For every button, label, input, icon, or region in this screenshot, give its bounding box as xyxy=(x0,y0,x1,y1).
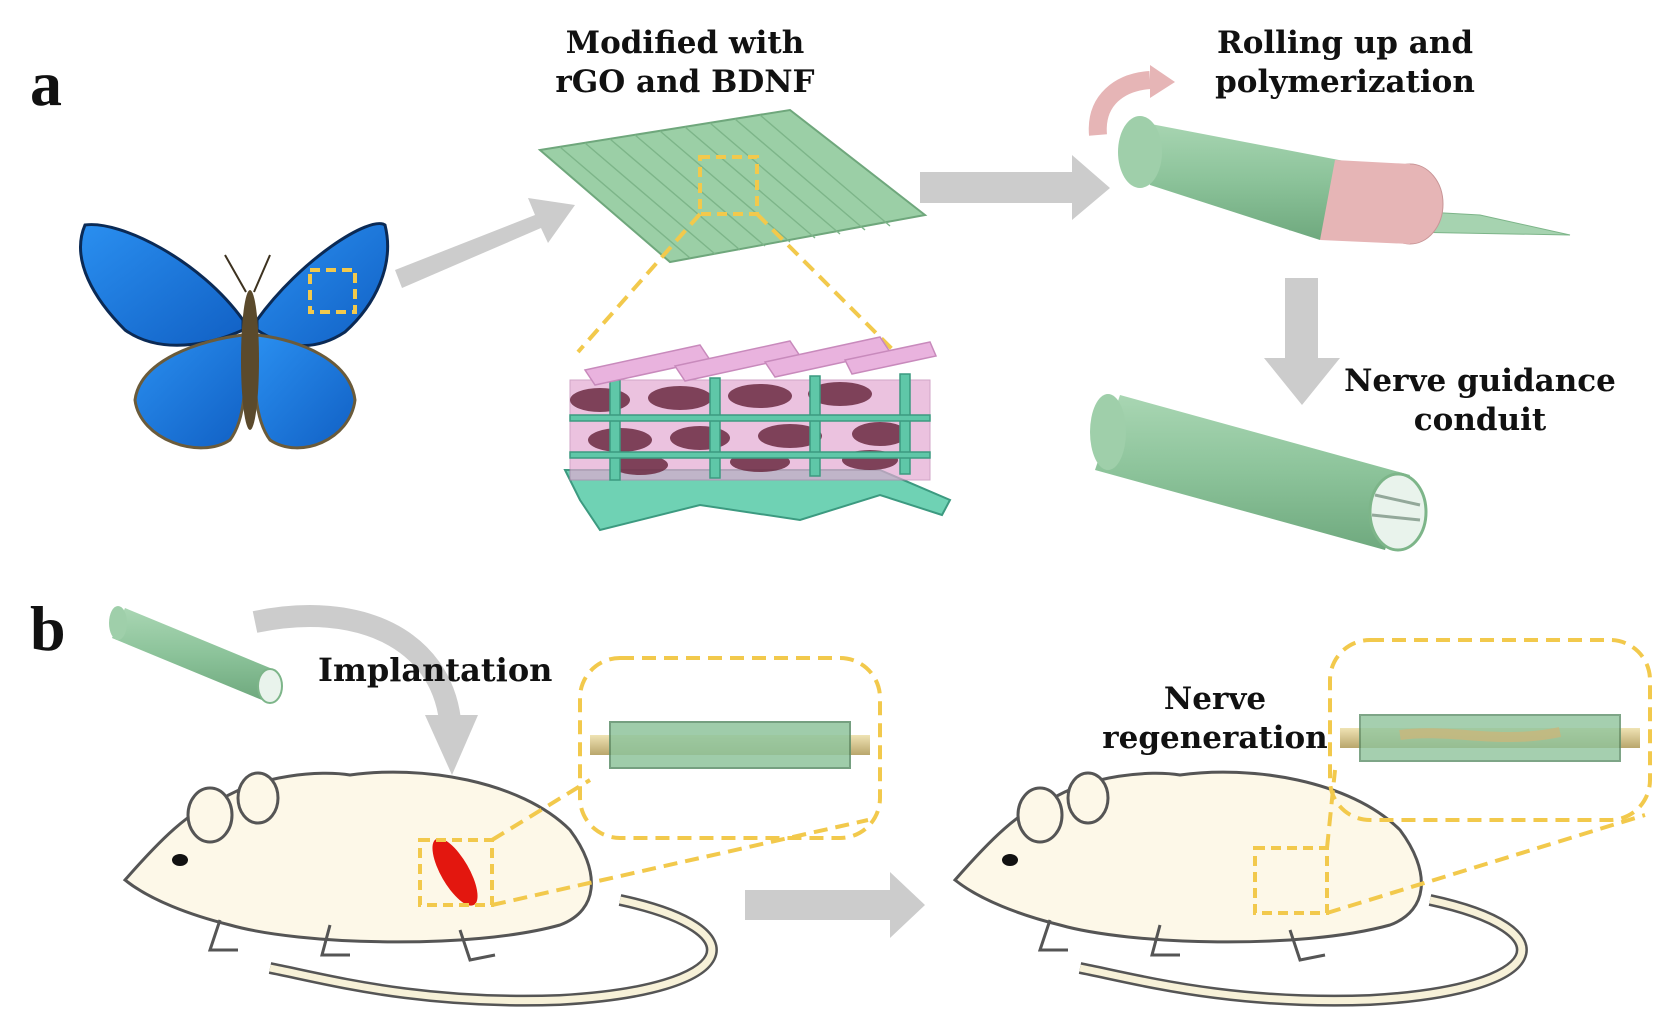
zoom-line-right xyxy=(755,212,897,354)
label-modified: Modified with rGO and BDNF xyxy=(520,24,850,102)
small-conduit xyxy=(109,606,283,704)
butterfly-left-forewing xyxy=(79,223,245,347)
arrow-sheet-to-roll xyxy=(920,155,1110,220)
panel-label-a: a xyxy=(30,48,62,119)
label-rolling: Rolling up and polymerization xyxy=(1160,24,1530,102)
label-regeneration-line1: Nerve xyxy=(1163,681,1267,717)
label-rolling-line1: Rolling up and xyxy=(1216,25,1474,61)
label-implantation: Implantation xyxy=(318,651,553,689)
arrow-mouse-to-mouse xyxy=(745,872,925,938)
label-modified-line1: Modified with xyxy=(565,25,805,61)
panel-label-b: b xyxy=(30,593,66,664)
rolling-curved-arrow xyxy=(1088,71,1152,136)
butterfly-left-hindwing xyxy=(133,333,247,450)
label-regeneration-line2: regeneration xyxy=(1102,719,1328,756)
butterfly-right-forewing xyxy=(255,222,390,348)
implant-zoom-bubble xyxy=(578,656,882,840)
label-rolling-line2: polymerization xyxy=(1215,63,1475,100)
implantation-arrow xyxy=(252,605,461,722)
rolling-illustration xyxy=(1088,65,1571,245)
regen-zoom-box xyxy=(1253,846,1329,915)
layered-microstructure xyxy=(563,336,952,532)
label-conduit-line1: Nerve guidance xyxy=(1344,363,1616,399)
modified-sheet xyxy=(537,108,928,354)
injury-zoom-box xyxy=(418,838,494,907)
butterfly-body xyxy=(241,290,259,430)
zoom-line-left xyxy=(576,212,702,354)
butterfly-right-hindwing xyxy=(253,333,357,450)
regen-zoom-bubble xyxy=(1328,638,1652,822)
injury-site xyxy=(432,838,478,906)
sheet-zoom-box xyxy=(698,155,759,216)
nerve-guidance-conduit xyxy=(1090,394,1428,552)
butterfly-illustration xyxy=(79,222,390,450)
butterfly-antennae xyxy=(224,254,271,293)
arrow-roll-to-conduit xyxy=(1264,278,1340,405)
wing-zoom-box xyxy=(308,268,357,314)
conduit-opening xyxy=(1368,472,1428,552)
label-conduit: Nerve guidance conduit xyxy=(1330,362,1630,440)
mouse-regenerated xyxy=(952,770,1528,1007)
label-conduit-line2: conduit xyxy=(1413,401,1547,438)
label-modified-line2: rGO and BDNF xyxy=(555,63,815,100)
label-regeneration: Nerve regeneration xyxy=(1080,680,1350,758)
arrow-butterfly-to-sheet xyxy=(395,198,575,288)
